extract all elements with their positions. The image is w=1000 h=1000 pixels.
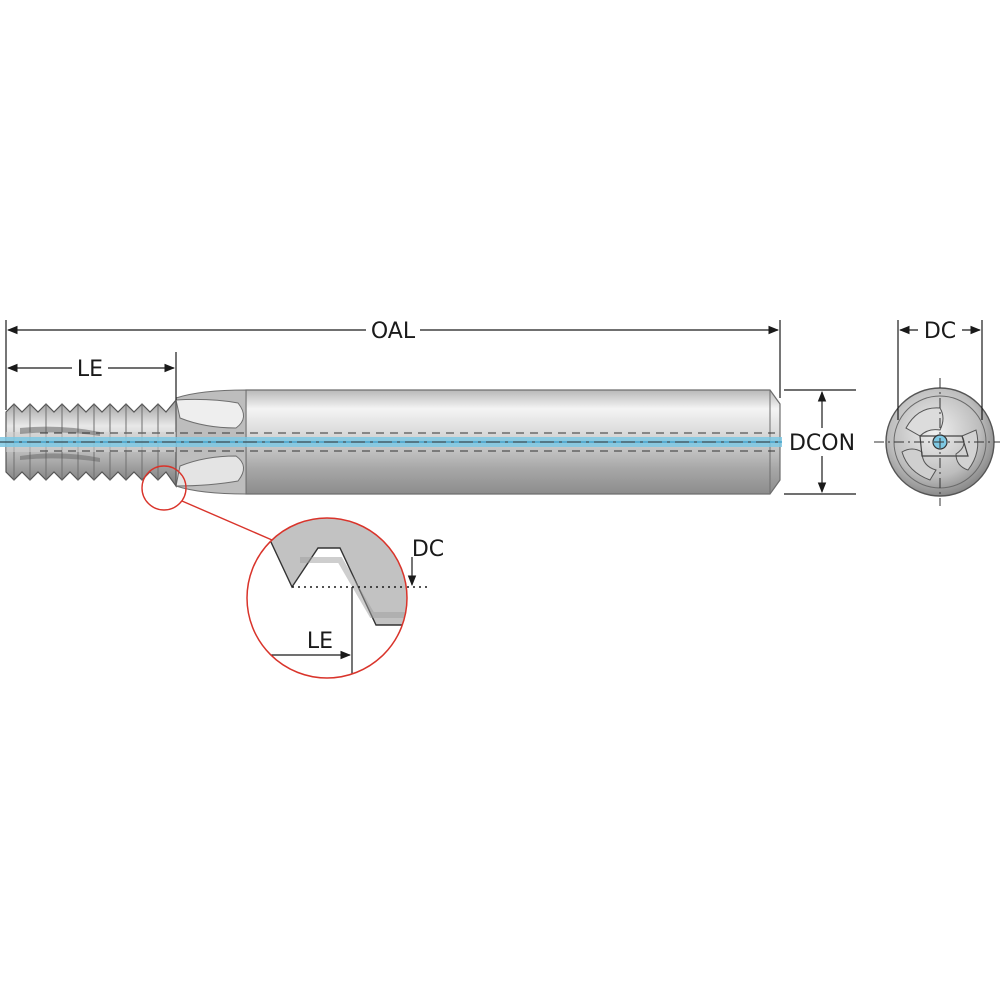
- detail-le-label: LE: [307, 629, 333, 654]
- hidden-bore-lines: [40, 432, 775, 452]
- dcon-dimension: DCON: [784, 389, 856, 495]
- end-view: [874, 378, 1000, 506]
- oal-label: OAL: [371, 319, 416, 344]
- le-dimension: LE: [6, 352, 177, 400]
- dc-end-view-dimension: DC: [897, 319, 983, 420]
- dcon-label: DCON: [789, 431, 855, 456]
- detail-callout: [141, 465, 273, 541]
- dc-label: DC: [924, 319, 956, 344]
- detail-dc-label: DC: [412, 537, 444, 562]
- oal-dimension: OAL: [5, 319, 781, 410]
- detail-magnified-view: DC LE: [246, 517, 444, 679]
- le-label: LE: [77, 357, 103, 382]
